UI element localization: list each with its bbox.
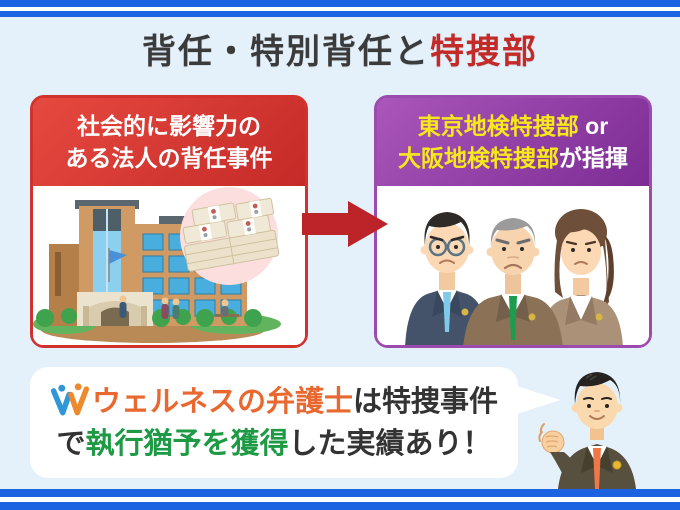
bubble-line2: で執行猶予を獲得した実績あり！ — [30, 423, 518, 465]
money-icon — [180, 187, 280, 285]
command-text: が指揮 — [559, 145, 628, 171]
osaka-prosecutors-text: 大阪地検特捜部 — [398, 145, 559, 171]
title-red-text: 特捜部 — [430, 33, 538, 71]
left-header-line1: 社会的に影響力の — [77, 113, 261, 139]
page-title: 背任・特別背任と特捜部 — [0, 30, 680, 74]
bottom-stripe-1 — [0, 489, 680, 497]
lawyer-illustration — [538, 362, 656, 494]
top-stripe-2 — [0, 11, 680, 17]
bubble-line1: ウェルネスの弁護士は特捜事件 — [30, 381, 518, 423]
speech-bubble-tail — [514, 383, 560, 422]
left-header-line2: ある法人の背任事件 — [65, 145, 273, 171]
wellness-w-logo-icon — [50, 382, 90, 415]
line2-dark1-text: で — [56, 427, 86, 460]
breach-of-trust-card: 社会的に影響力の ある法人の背任事件 — [30, 95, 308, 348]
left-card-header: 社会的に影響力の ある法人の背任事件 — [33, 98, 305, 186]
right-header-line2: 大阪地検特捜部が指揮 — [377, 142, 649, 174]
top-stripe-gap — [0, 7, 680, 11]
arrow-right-icon — [302, 201, 388, 252]
right-header-line1: 東京地検特捜部 or — [377, 110, 649, 142]
line2-dark2-text: した実績あり！ — [288, 427, 492, 460]
top-stripe-1 — [0, 0, 680, 7]
speech-bubble: ウェルネスの弁護士は特捜事件 で執行猶予を獲得した実績あり！ — [30, 367, 518, 478]
bottom-stripe-2 — [0, 502, 680, 510]
bottom-stripe-gap — [0, 497, 680, 502]
building-money-illustration — [33, 187, 281, 343]
prosecutor-man-glasses — [405, 212, 489, 345]
line1-dark-text: は特捜事件 — [353, 385, 499, 418]
suspended-sentence-text: 執行猶予を獲得 — [85, 427, 289, 460]
right-card-body — [377, 186, 649, 345]
tokyo-prosecutors-text: 東京地検特捜部 — [417, 113, 579, 139]
pedestrians — [119, 295, 239, 319]
title-dark-text: 背任・特別背任と — [142, 33, 430, 71]
prosecutor-senior-man — [463, 218, 563, 345]
right-card-header: 東京地検特捜部 or 大阪地検特捜部が指揮 — [377, 98, 649, 186]
left-card-body — [33, 186, 305, 345]
wellness-lawyer-text: ウェルネスの弁護士 — [91, 385, 353, 418]
prosecutors-illustration — [405, 209, 623, 345]
prosecutors-card: 東京地検特捜部 or 大阪地検特捜部が指揮 — [374, 95, 652, 348]
or-text: or — [578, 113, 609, 139]
